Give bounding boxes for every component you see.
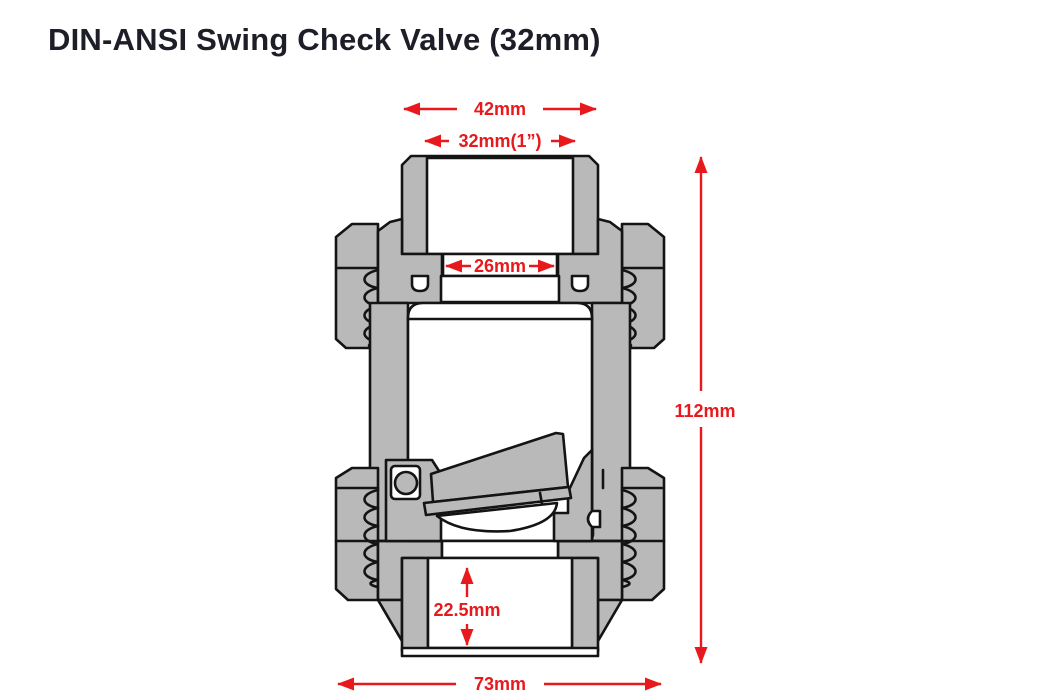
seat-notch xyxy=(586,509,602,529)
swing-mechanism xyxy=(384,431,602,543)
outlet-taper xyxy=(376,598,404,643)
swing-disc-plate xyxy=(422,485,573,517)
dimension-label-112mm: 112mm xyxy=(674,401,735,421)
bottom-socket-wall xyxy=(400,556,430,653)
dimension-26mm: 26mm xyxy=(445,256,555,276)
dimension-label-42mm: 42mm xyxy=(474,99,526,119)
union-gap xyxy=(440,539,560,560)
valve-cross-section xyxy=(334,154,666,658)
top-bore xyxy=(425,156,575,256)
seat-block xyxy=(552,448,594,543)
swing-disc-arm xyxy=(429,431,570,504)
bore-neck xyxy=(439,274,561,304)
dimension-112mm: 112mm xyxy=(674,156,736,664)
swing-disc-face xyxy=(435,501,559,533)
flange-notch-upper xyxy=(410,274,430,293)
dimension-label-22-5mm: 22.5mm xyxy=(433,600,500,620)
dimension-32mm: 32mm(1”) xyxy=(424,131,576,151)
bottom-end-face xyxy=(400,646,600,658)
valve-side-parts xyxy=(334,217,444,653)
dimension-22-5mm: 22.5mm xyxy=(433,567,501,646)
union-nut-upper xyxy=(334,222,380,350)
disc-plate-divider xyxy=(538,491,544,506)
dimension-42mm: 42mm xyxy=(403,99,597,119)
dimension-label-73mm: 73mm xyxy=(474,674,526,694)
dimension-label-32mm: 32mm(1”) xyxy=(458,131,541,151)
dimension-label-26mm: 26mm xyxy=(474,256,526,276)
hinge-pin xyxy=(393,470,419,496)
dimension-73mm: 73mm xyxy=(337,674,662,694)
page-title: DIN-ANSI Swing Check Valve (32mm) xyxy=(48,22,601,57)
